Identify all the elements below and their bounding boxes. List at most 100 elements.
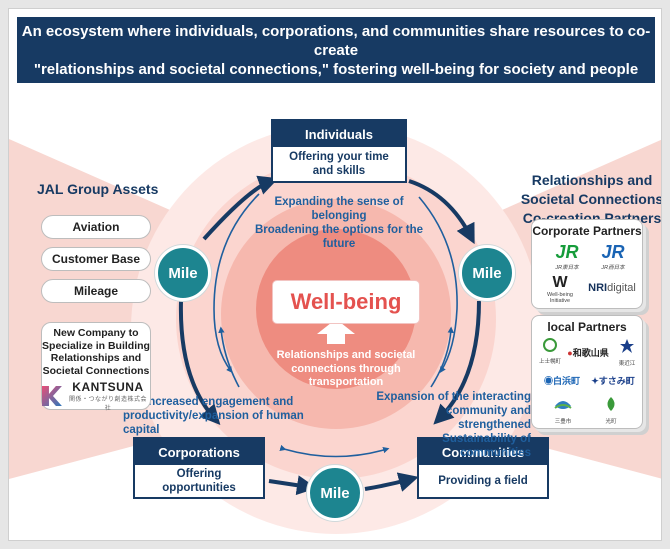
asset-aviation: Aviation [41,215,151,239]
local-name-0: 上士幌町 [538,359,561,365]
newco-line-2: Specialize in Building [42,339,150,352]
newco-line-3: Relationships and [50,352,142,364]
label-right: Expansion of the interacting community a… [371,390,531,460]
jr-east-mark: JR [555,242,579,262]
local-partners-card: local Partners 上士幌町 ●和歌山県 東近江 ◉白浜町 ✦すさみ町… [531,315,643,429]
individuals-title: Individuals [273,121,405,147]
label-right-1: Expansion of the interacting [376,391,531,403]
mile-badge-right: Mile [459,245,515,301]
local-name-3: 白浜町 [553,376,581,386]
arc-mile-to-communities [433,300,481,425]
corporations-title: Corporations [135,439,263,465]
label-right-2: community and strengthened [446,405,531,431]
local-partners-title: local Partners [547,320,627,334]
local-logo-higashiomi: 東近江 [614,338,640,367]
local-logo-mitoyo: 三豊市 [546,396,580,425]
label-left-1: Increased engagement and [145,396,294,408]
corporate-partners-title: Corporate Partners [532,224,642,238]
up-arrow-icon [317,319,355,344]
local-name-2: 東近江 [618,361,636,367]
nri-digital-text: digital [607,282,636,294]
higashiomi-icon [620,339,634,353]
wakayama-mark-icon: ● [567,348,573,358]
individuals-box: Individuals Offering your time and skill… [271,119,407,183]
corporations-desc-2: opportunities [162,482,236,494]
communities-desc-1: Providing a field [438,475,528,487]
partners-title-1: Relationships and [531,172,653,188]
individuals-desc-2: and skills [312,165,366,177]
shirahama-mark-icon: ◉ [543,376,553,386]
kantsuna-logo: KANTSUNA 関係・つながり創造株式会社 [42,380,150,412]
inner-arc-bottom [279,444,390,458]
newco-line-1: New Company to [53,327,139,339]
individuals-desc-1: Offering your time [289,151,389,163]
local-name-6: 光町 [605,419,617,425]
corporations-desc-1: Offering [176,468,222,480]
inner-arc-right-up [430,326,454,388]
local-logo-hikari: 光町 [594,396,628,425]
nri-mark: NRI [588,282,608,294]
label-top-1: Expanding the sense of belonging [274,196,404,222]
jr-west-sub: JR西日本 [601,265,625,271]
assets-title: JAL Group Assets [37,181,159,197]
kantsuna-name: KANTSUNA 関係・つながり創造株式会社 [66,380,150,412]
corporations-box: Corporations Offering opportunities [133,437,265,499]
partners-title-2: Societal Connections [520,191,662,207]
local-logo-shirahama: ◉白浜町 [540,374,584,387]
local-name-1: 和歌山県 [572,348,609,358]
mile-badge-bottom: Mile [307,465,363,521]
communities-title: Communities [419,439,547,465]
local-name-5: 三豊市 [554,419,572,425]
local-logo-kamishihoro: 上士幌町 [536,338,564,365]
asset-customer-base: Customer Base [41,247,151,271]
arc-mile-to-individuals [202,175,279,241]
susami-mark-icon: ✦ [591,376,599,386]
corporate-partners-card: Corporate Partners JR JR東日本 JR JR西日本 W W… [531,219,643,309]
well-being-initiative-logo: W Well-being Initiative [538,274,582,304]
label-top: Expanding the sense of belonging Broaden… [249,195,429,251]
inner-arc-right [418,196,458,374]
diagram-frame: An ecosystem where individuals, corporat… [8,8,662,541]
nri-digital-logo: NRIdigital [582,282,642,294]
label-top-2: Broadening the options for the future [254,224,424,250]
kamishihoro-icon [543,338,557,352]
hikari-icon [607,397,615,411]
arc-mile-to-corporations [178,300,221,425]
corporations-desc: Offering opportunities [135,465,263,497]
communities-desc: Providing a field [419,465,547,497]
jr-west-logo: JR JR西日本 [594,242,632,271]
wbi-mark: W [552,274,568,291]
wellbeing-sub-3: transportation [308,376,384,388]
arc-mile-to-communities-bottom [364,472,419,492]
new-company-card: New Company to Specialize in Building Re… [41,322,151,412]
wellbeing-subtext: Relationships and societal connections t… [271,349,421,390]
inner-arc-left [213,193,260,374]
wellbeing-sub-2: connections through [291,362,401,375]
inner-arc-left-up [218,326,240,388]
mitoyo-icon [554,401,572,409]
kantsuna-subtitle: 関係・つながり創造株式会社 [68,397,147,412]
mile-badge-left: Mile [155,245,211,301]
jr-east-sub: JR東日本 [555,265,579,271]
local-logo-wakayama: ●和歌山県 [564,346,612,359]
label-left: Increased engagement and productivity/ex… [123,395,333,437]
wellbeing-label: Well-being [273,281,419,323]
headline-banner: An ecosystem where individuals, corporat… [17,17,655,83]
jr-west-mark: JR [601,242,625,262]
arc-individuals-to-mile [408,179,475,245]
label-right-3: Sustainability of communities [442,433,531,459]
kantsuna-wordmark: KANTSUNA [72,380,144,394]
wbi-sub: Well-being Initiative [547,292,573,304]
jr-east-logo: JR JR東日本 [548,242,586,271]
kantsuna-k-icon [42,386,62,406]
individuals-desc: Offering your time and skills [273,147,405,181]
headline-line-2: "relationships and societal connections,… [33,60,639,78]
wellbeing-sub-1: Relationships and societal [276,349,416,361]
new-company-text: New Company to Specialize in Building Re… [42,327,150,377]
arc-corporations-to-mile [268,475,317,496]
label-left-2: productivity/expansion of human capital [123,410,304,436]
headline-line-1: An ecosystem where individuals, corporat… [21,22,651,59]
local-name-4: すさみ町 [598,376,635,386]
newco-line-4: Societal Connections [42,364,150,377]
asset-mileage: Mileage [41,279,151,303]
